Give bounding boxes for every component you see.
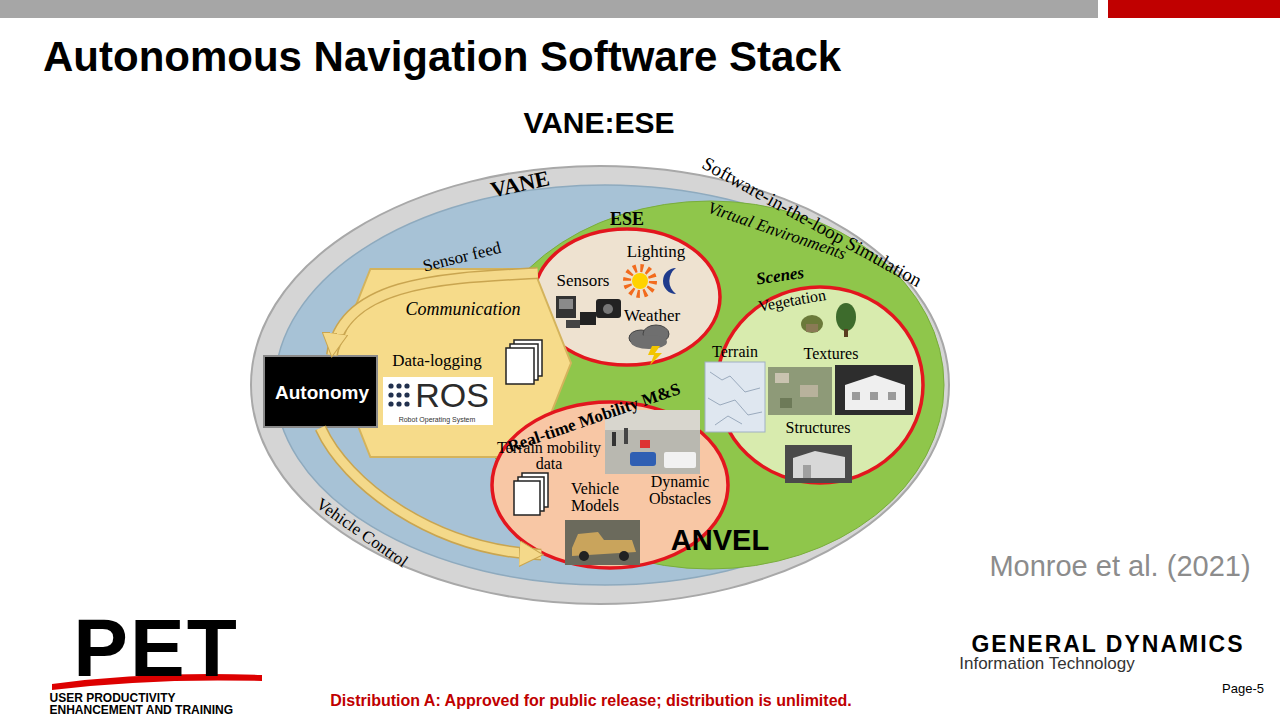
terrain-map — [705, 362, 765, 432]
top-bar — [0, 0, 1098, 18]
subtitle: VANE:ESE — [523, 106, 674, 141]
citation: Monroe et al. (2021) — [989, 550, 1250, 583]
node-label: ROS — [415, 376, 489, 415]
document-icon — [506, 340, 542, 384]
autonomy-box: Autonomy — [263, 355, 378, 428]
street-scene — [605, 410, 700, 474]
company-name: GENERAL DYNAMICS — [971, 631, 1244, 657]
scenes-shape — [715, 285, 925, 485]
node-label: Data-logging — [392, 351, 482, 371]
shape-outline — [717, 287, 923, 483]
structure-image — [785, 445, 852, 483]
node-label: Communication — [406, 299, 521, 320]
node-label: Weather — [624, 306, 680, 326]
distribution-note: Distribution A: Approved for public rele… — [330, 692, 852, 710]
node-label: Terrain — [712, 343, 758, 361]
connector-arrow — [332, 273, 538, 355]
node-label: Vehicle Models — [560, 480, 630, 514]
connector-outline — [332, 273, 538, 355]
scenes-circle: ScenesVegetationTerrainTexturesStructure… — [715, 285, 925, 485]
document-icon — [514, 473, 548, 515]
sun-icon — [627, 268, 653, 294]
top-accent — [1108, 0, 1280, 18]
node-label: Textures — [804, 345, 859, 363]
node-label: ESE — [610, 209, 644, 230]
node-label: Dynamic Obstacles — [635, 473, 725, 507]
node-label: Sensors — [557, 271, 610, 291]
system-name: ANVEL — [671, 524, 769, 557]
ros-logo — [383, 377, 493, 425]
node-label: Terrain mobility data — [494, 440, 604, 472]
slide-title: Autonomous Navigation Software Stack — [43, 33, 841, 81]
logo-subtext: USER PRODUCTIVITY ENHANCEMENT AND TRAINI… — [50, 692, 265, 716]
cloud-icon — [629, 325, 669, 365]
logo-text: PET — [73, 607, 238, 689]
moon-icon — [663, 268, 676, 294]
node-label: Structures — [786, 419, 851, 437]
company-division: Information Technology — [959, 654, 1134, 674]
vegetation-icon — [801, 303, 856, 337]
texture-images — [768, 365, 913, 415]
sensor-icons — [556, 296, 621, 328]
node-label: Lighting — [627, 242, 686, 262]
page-number: Page-5 — [1222, 682, 1264, 697]
node-label: Robot Operating System — [399, 416, 476, 424]
node-label: Autonomy — [275, 382, 369, 404]
vehicle-image — [565, 520, 640, 565]
